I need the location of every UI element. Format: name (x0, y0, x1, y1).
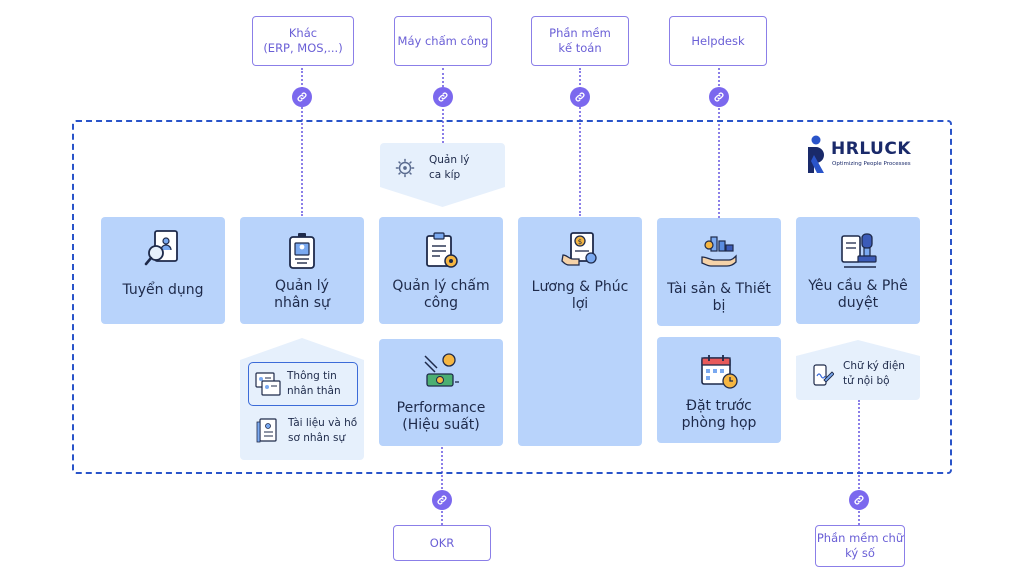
module-approval[interactable]: Yêu cầu & Phê duyệt (796, 217, 920, 324)
submodule-documents[interactable]: Tài liệu và hồ sơ nhân sự (248, 412, 360, 452)
profile-card-icon (255, 372, 281, 396)
module-recruitment[interactable]: Tuyển dụng (101, 217, 225, 324)
submodule-documents-label: Tài liệu và hồ sơ nhân sự (288, 417, 358, 444)
performance-icon (424, 353, 459, 387)
recruitment-icon (144, 230, 178, 266)
link-icon (709, 87, 729, 107)
submodule-shift-label: Quản lý ca kíp (429, 154, 470, 181)
module-performance[interactable]: Performance (Hiệu suất) (379, 339, 503, 446)
external-timekeeping-machine[interactable]: Máy chấm công (394, 16, 492, 66)
connector-accounting (579, 68, 581, 216)
module-assets[interactable]: Tài sản & Thiết bị (657, 218, 781, 326)
module-assets-label: Tài sản & Thiết bị (667, 281, 771, 314)
connector-okr (441, 447, 443, 525)
link-icon (433, 87, 453, 107)
external-other[interactable]: Khác (ERP, MOS,...) (252, 16, 354, 66)
clipboard-gear-icon (426, 232, 458, 268)
external-helpdesk[interactable]: Helpdesk (669, 16, 767, 66)
connector-digital-signature (858, 400, 860, 525)
module-hr-management[interactable]: Quản lý nhân sự (240, 217, 364, 324)
module-performance-label: Performance (Hiệu suất) (396, 400, 486, 433)
assets-hand-icon (701, 236, 737, 267)
submodule-personal-info-label: Thông tin nhân thân (287, 370, 341, 397)
submodule-personal-info[interactable]: Thông tin nhân thân (248, 362, 358, 406)
logo-tagline: Optimizing People Processes (832, 161, 911, 167)
stamp-icon (841, 233, 877, 268)
module-room-booking[interactable]: Đặt trước phòng họp (657, 337, 781, 443)
platform-frame (72, 120, 952, 474)
submodule-internal-signature[interactable]: Chữ ký điện tử nội bộ (796, 354, 920, 398)
module-payroll-label: Lương & Phúc lợi (531, 279, 629, 312)
external-okr[interactable]: OKR (393, 525, 491, 561)
link-icon (570, 87, 590, 107)
link-icon (849, 490, 869, 510)
payroll-document-icon: $ (561, 232, 597, 266)
link-icon (292, 87, 312, 107)
shift-gear-icon (395, 158, 415, 178)
module-timekeeping-label: Quản lý chấm công (392, 278, 490, 311)
module-approval-label: Yêu cầu & Phê duyệt (808, 278, 908, 311)
external-digital-signature-software[interactable]: Phần mềm chữ ký số (815, 525, 905, 567)
hrluck-logo-icon (808, 135, 824, 173)
submodule-internal-signature-label: Chữ ký điện tử nội bộ (843, 360, 905, 387)
module-hr-management-label: Quản lý nhân sự (274, 278, 330, 311)
module-recruitment-label: Tuyển dụng (122, 282, 204, 298)
signature-phone-icon (813, 364, 834, 386)
module-timekeeping[interactable]: Quản lý chấm công (379, 217, 503, 324)
module-room-booking-label: Đặt trước phòng họp (681, 398, 757, 431)
document-icon (256, 418, 277, 443)
module-payroll[interactable]: $ Lương & Phúc lợi (518, 217, 642, 446)
svg-text:$: $ (578, 238, 582, 246)
logo-name: HRLUCK (831, 139, 911, 159)
submodule-signature-bg (796, 340, 920, 400)
submodule-shift[interactable]: Quản lý ca kíp (380, 143, 505, 191)
connector-other (301, 68, 303, 216)
external-accounting-software[interactable]: Phần mềm kế toán (531, 16, 629, 66)
calendar-icon (701, 355, 738, 389)
connector-helpdesk (718, 68, 720, 218)
id-badge-icon (289, 233, 315, 269)
hrluck-logo: HRLUCK Optimizing People Processes (805, 133, 935, 177)
link-icon (432, 490, 452, 510)
submodule-shift-bg (380, 143, 505, 207)
